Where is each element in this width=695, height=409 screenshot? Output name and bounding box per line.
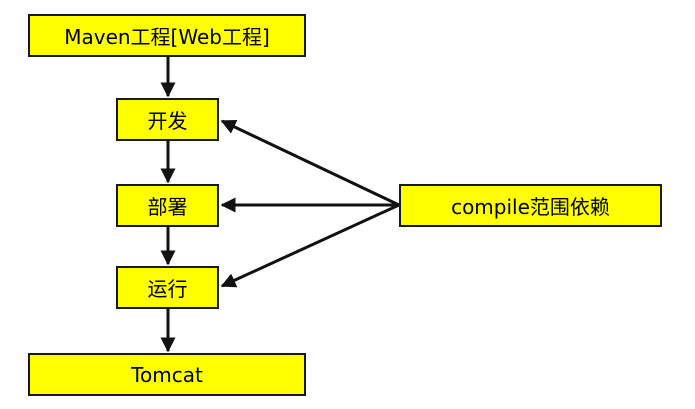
node-tomcat: Tomcat [28,353,306,396]
node-deploy: 部署 [116,184,219,227]
node-run: 运行 [116,266,219,309]
arrow-compile-to-run [220,203,400,288]
arrow-compile-to-develop [220,119,400,207]
node-maven-project-label: Maven工程[Web工程] [64,25,270,49]
node-maven-project: Maven工程[Web工程] [28,14,306,57]
node-deploy-label: 部署 [147,195,188,219]
node-run-label: 运行 [147,277,188,301]
node-compile-scope: compile范围依赖 [399,184,662,227]
node-tomcat-label: Tomcat [131,362,203,387]
node-develop-label: 开发 [147,109,188,133]
node-compile-scope-label: compile范围依赖 [451,195,610,219]
node-develop: 开发 [116,98,219,141]
